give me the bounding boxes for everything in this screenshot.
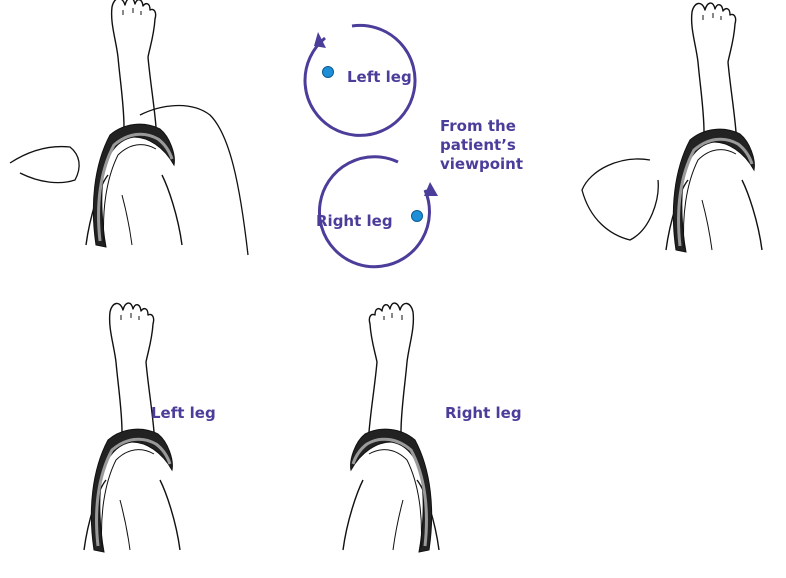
viewpoint-note: From the patient’s viewpoint: [440, 117, 550, 174]
bottom-left-leg-illustration: [84, 303, 180, 552]
bottom-label-right: Right leg: [445, 404, 522, 423]
rotation-label-left: Left leg: [347, 68, 412, 87]
start-marker-icon: [412, 211, 423, 222]
hand-icon: [582, 159, 658, 240]
arrowhead-icon: [424, 182, 438, 196]
start-marker-icon: [323, 67, 334, 78]
top-right-leg-illustration: [582, 3, 762, 252]
top-left-leg-illustration: [10, 0, 248, 255]
rotation-label-right: Right leg: [316, 212, 393, 231]
bottom-label-left: Left leg: [151, 404, 216, 423]
hand-left-icon: [10, 147, 79, 183]
bottom-right-leg-illustration: [343, 303, 439, 552]
